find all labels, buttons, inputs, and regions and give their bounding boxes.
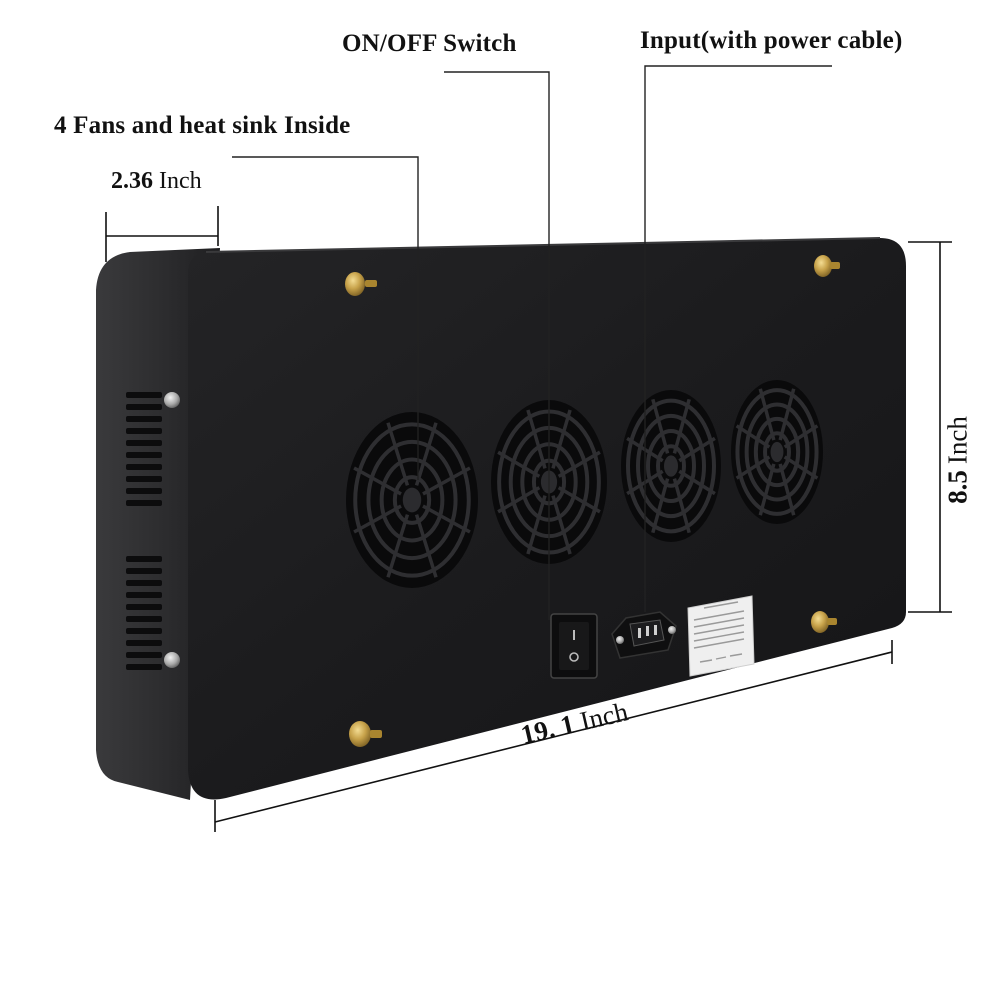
rocker-switch-icon: [550, 613, 598, 679]
width-dim-line: [214, 651, 893, 823]
side-screw-icon: [164, 652, 180, 668]
power-input-callout: Input(with power cable): [640, 27, 903, 54]
power-inlet-icon: [611, 611, 677, 659]
brass-screw-icon: [814, 255, 840, 277]
brass-screw-icon: [349, 721, 382, 747]
side-vents: [126, 392, 162, 670]
fans-callout: 4 Fans and heat sink Inside: [54, 112, 351, 139]
side-screw-icon: [164, 392, 180, 408]
leader-onoff-switch: [444, 71, 550, 620]
height-dimension-label: 8.5 Inch: [943, 416, 974, 504]
fan-grille-icon: [346, 412, 478, 588]
depth-unit: Inch: [159, 168, 202, 194]
fan-grille-icon: [731, 380, 823, 524]
spec-label-icon: [687, 595, 755, 677]
brass-screw-icon: [345, 272, 377, 296]
depth-value: 2.36: [111, 168, 153, 194]
callout-leaders: [232, 65, 832, 620]
height-value: 8.5: [942, 470, 973, 504]
leader-input: [644, 65, 832, 612]
fan-grille-icon: [621, 390, 721, 542]
leader-fans: [232, 156, 419, 480]
dimension-lines: [105, 206, 952, 832]
on-off-switch-callout: ON/OFF Switch: [342, 30, 517, 57]
height-unit: Inch: [942, 416, 973, 465]
fan-grilles: [346, 380, 823, 588]
brass-screw-icon: [811, 611, 837, 633]
